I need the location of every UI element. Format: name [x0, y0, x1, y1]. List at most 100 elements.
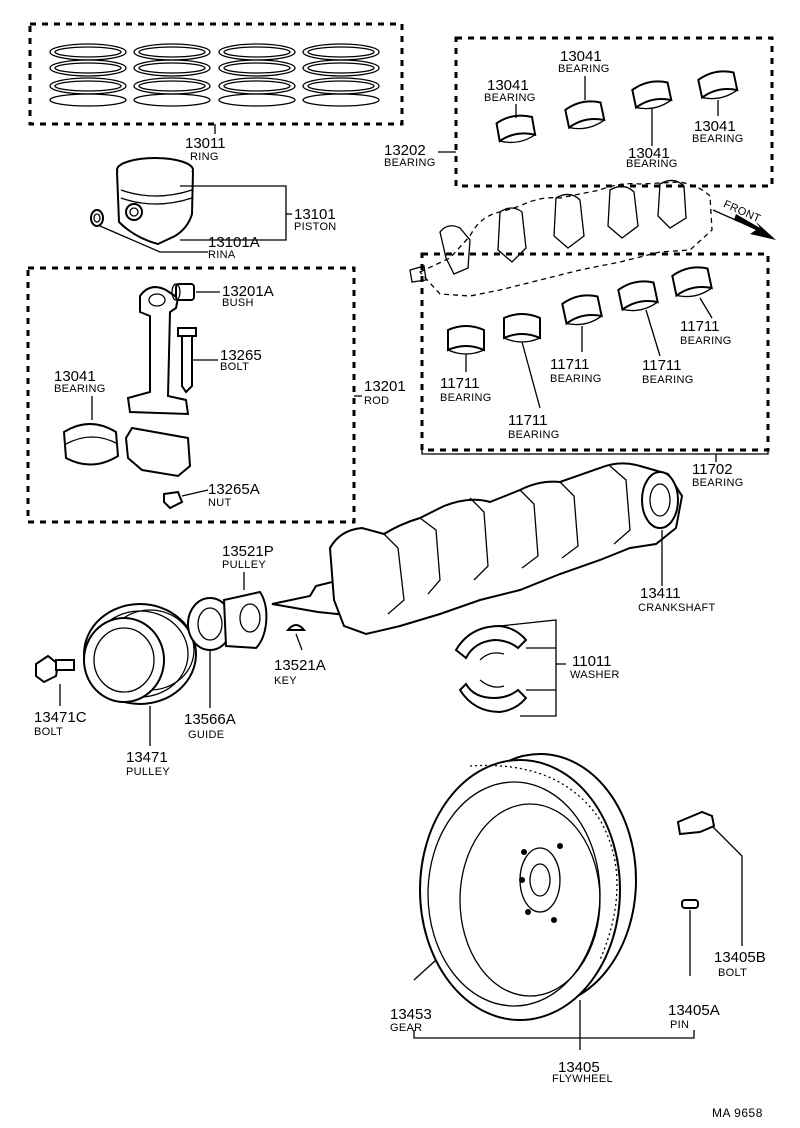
- callout-pulley-13521P: 13521P PULLEY: [222, 543, 274, 571]
- callout-bolt-13265: 13265 BOLT: [220, 347, 262, 373]
- svg-text:13405B: 13405B: [714, 949, 766, 966]
- svg-text:BEARING: BEARING: [440, 392, 492, 404]
- callout-washer-11011: 11011 WASHER: [570, 653, 620, 681]
- svg-text:13041: 13041: [694, 118, 736, 135]
- svg-text:BEARING: BEARING: [558, 63, 610, 75]
- connecting-rod-illustration: [62, 283, 197, 510]
- svg-text:GUIDE: GUIDE: [188, 729, 224, 741]
- callout-bearing-11711-c: 11711 BEARING: [550, 356, 602, 385]
- svg-text:13101A: 13101A: [208, 234, 260, 251]
- callout-flywheel-13405: 13405 FLYWHEEL: [552, 1059, 613, 1085]
- svg-text:13265: 13265: [220, 347, 262, 364]
- svg-text:11011: 11011: [572, 653, 612, 670]
- callout-bolt-13471C: 13471C BOLT: [34, 709, 87, 738]
- callout-bearing-11711-d: 11711 BEARING: [642, 357, 693, 386]
- svg-text:13521A: 13521A: [274, 657, 326, 674]
- callout-ring-13011: 13011 RING: [185, 135, 226, 163]
- crankshaft-phantom-illustration: [409, 179, 713, 297]
- svg-text:13041: 13041: [560, 48, 602, 65]
- svg-text:11711: 11711: [550, 356, 590, 373]
- svg-text:BEARING: BEARING: [484, 92, 536, 104]
- svg-text:13011: 13011: [185, 135, 226, 152]
- callout-bearing-13041-a: 13041 BEARING: [484, 77, 536, 104]
- svg-text:BUSH: BUSH: [222, 297, 254, 309]
- callout-bearing-13041-c: 13041 BEARING: [626, 145, 678, 170]
- svg-text:PIN: PIN: [670, 1019, 689, 1031]
- svg-text:BEARING: BEARING: [54, 383, 106, 395]
- svg-text:11702: 11702: [692, 461, 733, 478]
- svg-text:BOLT: BOLT: [718, 967, 747, 979]
- svg-text:KEY: KEY: [274, 675, 297, 687]
- svg-text:13201A: 13201A: [222, 283, 274, 300]
- svg-text:RING: RING: [190, 151, 219, 163]
- timing-pulley-illustration: [187, 590, 268, 651]
- svg-text:BOLT: BOLT: [220, 361, 249, 373]
- callout-rod-13201: 13201 ROD: [364, 378, 406, 407]
- lower-bearings-illustration: [447, 266, 713, 355]
- svg-text:13265A: 13265A: [208, 481, 260, 498]
- svg-text:13041: 13041: [487, 77, 529, 94]
- crank-pulley-illustration: [83, 603, 197, 705]
- upper-bearings-illustration: [495, 70, 739, 144]
- svg-text:13453: 13453: [390, 1006, 432, 1023]
- svg-text:BOLT: BOLT: [34, 726, 63, 738]
- key-illustration: [285, 624, 307, 631]
- svg-text:WASHER: WASHER: [570, 669, 620, 681]
- flywheel-pin-illustration: [681, 899, 699, 909]
- crank-upper-bearing-box: [454, 36, 774, 188]
- svg-text:BEARING: BEARING: [680, 335, 732, 347]
- pulley-bolt-illustration: [35, 654, 75, 684]
- svg-text:ROD: ROD: [364, 395, 389, 407]
- svg-text:11711: 11711: [642, 357, 682, 374]
- callout-guide-13566A: 13566A GUIDE: [184, 711, 236, 741]
- svg-text:13405A: 13405A: [668, 1002, 720, 1019]
- svg-text:13471: 13471: [126, 749, 168, 766]
- front-arrow-icon: [734, 214, 776, 240]
- con-rod-box: [26, 266, 356, 524]
- svg-text:13101: 13101: [294, 206, 336, 223]
- svg-text:PISTON: PISTON: [294, 221, 337, 233]
- svg-text:13411: 13411: [640, 585, 681, 602]
- callout-pin-13405A: 13405A PIN: [668, 1002, 720, 1031]
- callout-bush-13201A: 13201A BUSH: [222, 283, 274, 309]
- piston-rings-illustration: [49, 43, 380, 107]
- svg-text:11711: 11711: [440, 375, 480, 392]
- callout-bearing-11702: 11702 BEARING: [692, 461, 743, 489]
- callout-bearing-11711-a: 11711 BEARING: [440, 375, 492, 404]
- callout-ring-13101A: 13101A RINA: [208, 234, 260, 261]
- callout-pulley-13471: 13471 PULLEY: [126, 749, 170, 778]
- svg-text:13566A: 13566A: [184, 711, 236, 728]
- svg-text:BEARING: BEARING: [384, 157, 436, 169]
- svg-text:13471C: 13471C: [34, 709, 87, 726]
- crank-lower-bearing-box: [420, 252, 770, 452]
- svg-text:RINA: RINA: [208, 249, 236, 261]
- svg-text:GEAR: GEAR: [390, 1022, 422, 1034]
- svg-text:13405: 13405: [558, 1059, 600, 1076]
- svg-text:PULLEY: PULLEY: [126, 766, 170, 778]
- callout-bearing-13041-d: 13041 BEARING: [692, 118, 744, 145]
- callout-piston-13101: 13101 PISTON: [294, 206, 337, 233]
- svg-text:BEARING: BEARING: [626, 158, 678, 170]
- callout-bearing-11711-b: 11711 BEARING: [508, 412, 560, 441]
- svg-text:13041: 13041: [628, 145, 670, 162]
- ring-set-box: [28, 22, 404, 126]
- svg-text:BEARING: BEARING: [550, 373, 602, 385]
- svg-text:BEARING: BEARING: [508, 429, 560, 441]
- flywheel-bolt-illustration: [676, 810, 716, 836]
- svg-text:CRANKSHAFT: CRANKSHAFT: [638, 602, 716, 614]
- svg-text:BEARING: BEARING: [692, 133, 744, 145]
- callout-bearing-13041-rod: 13041 BEARING: [54, 368, 106, 395]
- callout-nut-13265A: 13265A NUT: [208, 481, 260, 509]
- flywheel-illustration: [419, 753, 637, 1021]
- diagram-code: MA 9658: [712, 1106, 763, 1120]
- svg-text:11711: 11711: [680, 318, 720, 335]
- svg-text:13201: 13201: [364, 378, 406, 395]
- svg-text:PULLEY: PULLEY: [222, 559, 266, 571]
- callout-bolt-13405B: 13405B BOLT: [714, 949, 766, 979]
- callout-key-13521A: 13521A KEY: [274, 657, 326, 687]
- callout-bearing-13041-b: 13041 BEARING: [558, 48, 610, 75]
- piston-illustration: [90, 157, 194, 246]
- svg-text:FLYWHEEL: FLYWHEEL: [552, 1073, 613, 1085]
- svg-text:11711: 11711: [508, 412, 548, 429]
- svg-text:NUT: NUT: [208, 497, 232, 509]
